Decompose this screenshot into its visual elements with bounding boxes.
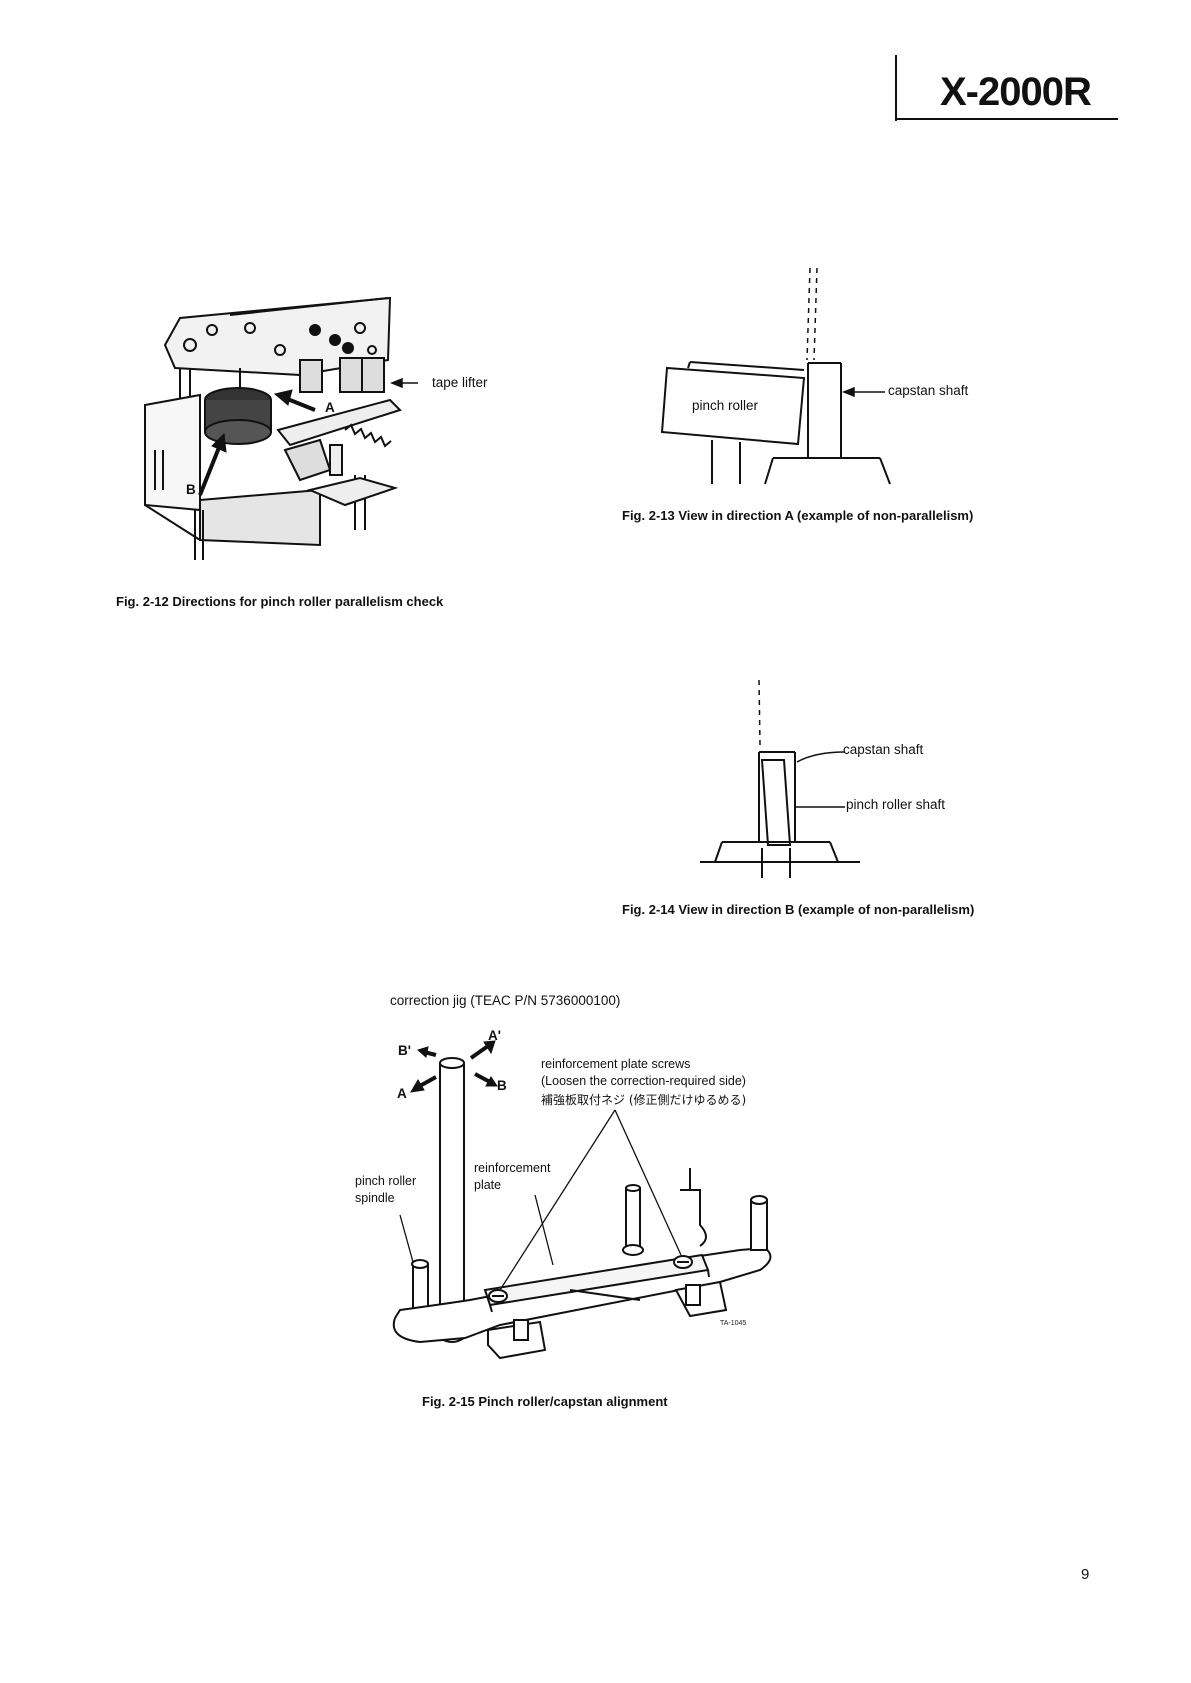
fig-2-15-label-reinf-1: reinforcement (474, 1161, 551, 1175)
fig-2-15-label-spindle-1: pinch roller (355, 1174, 417, 1188)
fig-2-15-label-screws-1: reinforcement plate screws (541, 1057, 691, 1071)
fig-2-15-label-reinf-2: plate (474, 1178, 502, 1192)
page-number: 9 (1081, 1566, 1090, 1583)
fig-2-13-caption: Fig. 2-13 View in direction A (example o… (622, 508, 974, 523)
fig-2-15-dir-b-prime: B' (398, 1043, 411, 1058)
fig-2-12-caption: Fig. 2-12 Directions for pinch roller pa… (116, 594, 444, 609)
fig-2-14-caption: Fig. 2-14 View in direction B (example o… (622, 902, 975, 917)
fig-2-15-dir-a: A (397, 1086, 407, 1101)
fig-2-12-label-tape-lifter: tape lifter (432, 375, 488, 390)
fig-2-13-label-capstan-shaft: capstan shaft (888, 383, 969, 398)
fig-2-15-label-spindle-2: spindle (355, 1191, 395, 1205)
fig-2-15-ref-code: TA-1045 (720, 1320, 747, 1327)
fig-2-15-dir-a-prime: A' (488, 1028, 501, 1043)
header-rule-horizontal (895, 118, 1118, 120)
fig-2-15-caption: Fig. 2-15 Pinch roller/capstan alignment (422, 1394, 668, 1409)
fig-2-13-label-pinch-roller: pinch roller (692, 398, 759, 413)
fig-2-12-label-a: A (325, 400, 335, 415)
fig-2-15-label-screws-2: (Loosen the correction-required side) (541, 1074, 746, 1088)
fig-2-12-label-b: B (186, 482, 196, 497)
fig-2-15-label-jig: correction jig (TEAC P/N 5736000100) (390, 993, 621, 1008)
fig-2-14-label-capstan-shaft: capstan shaft (843, 742, 924, 757)
fig-2-15-dir-b: B (497, 1078, 507, 1093)
fig-2-15-label-screws-jp: 補強板取付ネジ (修正側だけゆるめる) (541, 1093, 747, 1107)
fig-2-14-label-pinch-roller-shaft: pinch roller shaft (846, 797, 946, 812)
model-title: X-2000R (940, 70, 1092, 114)
header-rule-vertical (895, 55, 897, 121)
